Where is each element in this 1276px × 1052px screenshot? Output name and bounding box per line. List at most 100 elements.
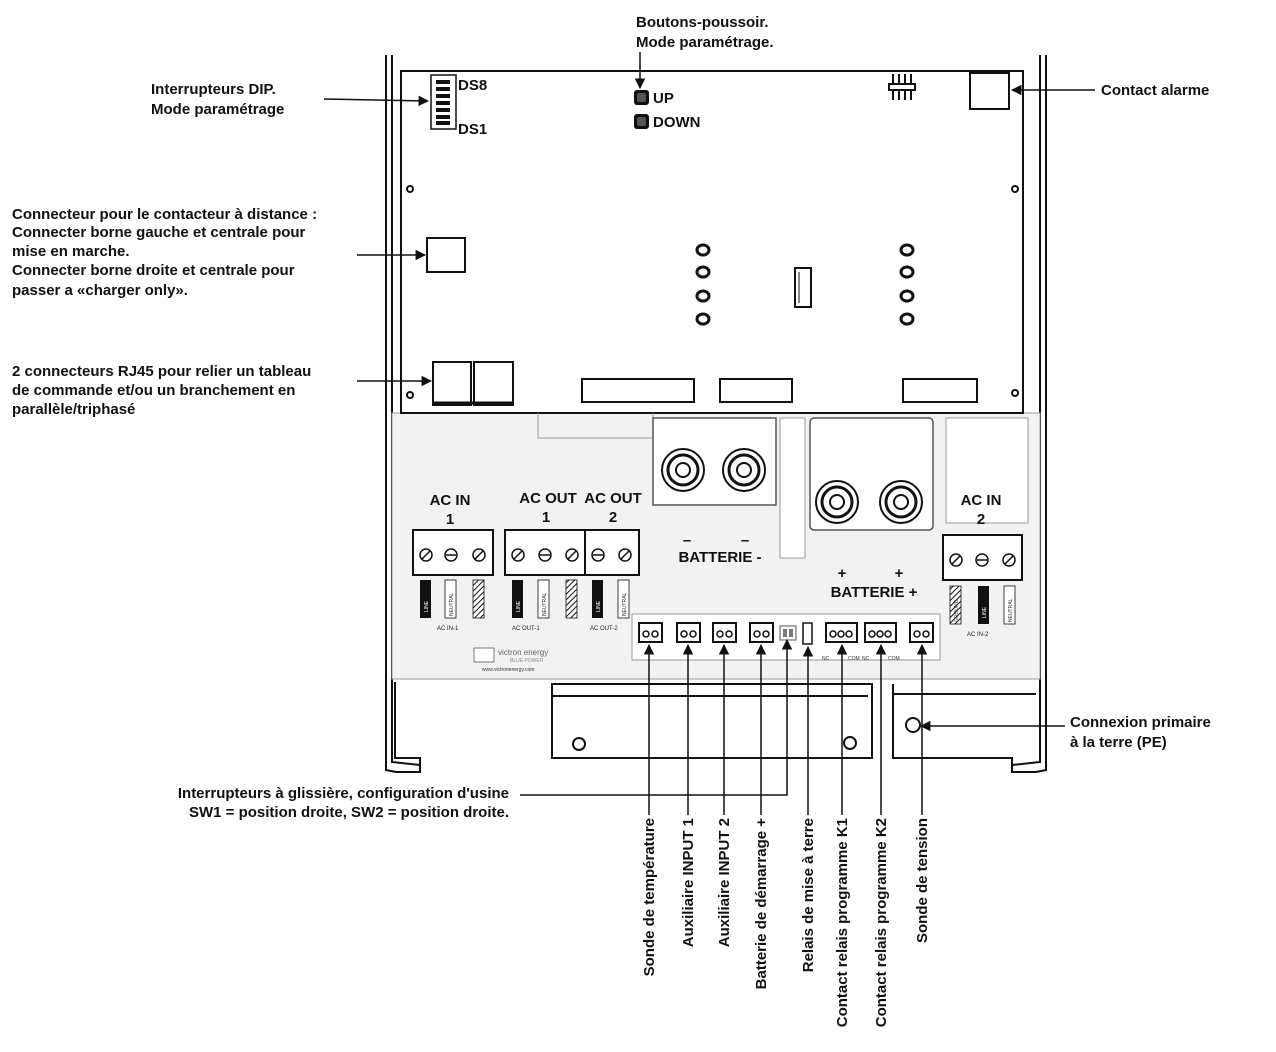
svg-text:2 connecteurs RJ45 pour relier: 2 connecteurs RJ45 pour relier un tablea…	[12, 363, 311, 380]
callout-rj45: 2 connecteurs RJ45 pour relier un tablea…	[12, 363, 311, 418]
svg-text:Interrupteurs à glissière, con: Interrupteurs à glissière, configuration…	[178, 785, 509, 802]
victron-logo: victron energy BLUE POWER www.victronene…	[473, 647, 548, 673]
label-aux-input-1: Auxiliaire INPUT 1	[680, 818, 697, 947]
ac-in-1-title: AC IN	[430, 492, 471, 509]
svg-text:COM: COM	[888, 656, 900, 662]
batt-minus-label: BATTERIE -	[678, 549, 761, 566]
down-label: DOWN	[653, 114, 701, 131]
label-relay-k2: Contact relais programme K2	[873, 818, 890, 1027]
callout-ground: Connexion primaire à la terre (PE)	[1070, 714, 1211, 751]
callout-lines	[323, 52, 1095, 815]
callout-alarm: Contact alarme	[1101, 82, 1209, 99]
svg-text:SW1 = position droite, SW2 = p: SW1 = position droite, SW2 = position dr…	[189, 804, 509, 821]
ac-out-2-markings: LINE NEUTRAL AC OUT-2	[590, 579, 630, 632]
ac-terminals: AC IN 1 AC OUT 1 AC OUT 2 AC IN 2	[412, 490, 1023, 673]
svg-text:Connecter borne gauche et cent: Connecter borne gauche et centrale pour	[12, 224, 306, 241]
callout-slide-switches: Interrupteurs à glissière, configuration…	[178, 785, 509, 821]
callout-dip: Interrupteurs DIP. Mode paramétrage	[151, 81, 284, 118]
fuse	[794, 267, 812, 308]
svg-text:AC OUT-2: AC OUT-2	[590, 626, 618, 632]
slide-switches[interactable]	[779, 625, 797, 641]
temp-sensor-connector[interactable]	[638, 622, 663, 643]
ac-out-1-terminal[interactable]	[504, 529, 586, 576]
ac-in-2-terminal[interactable]	[942, 534, 1023, 581]
svg-text:NC: NC	[822, 656, 830, 662]
svg-text:Mode paramétrage.: Mode paramétrage.	[636, 34, 774, 51]
batt-plus-sign-1: +	[838, 565, 847, 582]
svg-text:GROUND: GROUND	[954, 599, 960, 622]
svg-text:victron energy: victron energy	[498, 648, 548, 657]
ds8-label: DS8	[458, 77, 487, 94]
label-voltage-sense: Sonde de tension	[914, 818, 931, 943]
svg-text:Connecter borne droite et cent: Connecter borne droite et centrale pour	[12, 262, 295, 279]
ds1-label: DS1	[458, 121, 487, 138]
callout-pushbuttons: Boutons-poussoir. Mode paramétrage.	[636, 14, 774, 51]
ac-out-1-markings: LINE NEUTRAL AC OUT-1	[512, 579, 578, 632]
remote-switch-connector[interactable]	[426, 237, 466, 273]
ac-out-1-title: AC OUT	[519, 490, 577, 507]
ac-in-1-terminal[interactable]	[412, 529, 494, 576]
svg-text:AC IN-2: AC IN-2	[967, 632, 989, 638]
svg-text:Connexion primaire: Connexion primaire	[1070, 714, 1211, 731]
svg-text:Connecteur pour le contacteur: Connecteur pour le contacteur à distance…	[12, 206, 317, 223]
battery-minus-stud-1[interactable]	[661, 448, 705, 492]
coil-rings-left	[695, 243, 711, 326]
ac-out-2-title: AC OUT	[584, 490, 642, 507]
pin-header	[888, 74, 916, 100]
board-connector-1	[581, 378, 695, 403]
voltage-sense-connector[interactable]	[909, 622, 934, 643]
label-starter-battery: Batterie de démarrage +	[753, 818, 770, 990]
bottom-labels: Sonde de température Auxiliaire INPUT 1 …	[641, 818, 931, 1027]
alarm-contact[interactable]	[969, 72, 1010, 110]
svg-text:parallèle/triphasé: parallèle/triphasé	[12, 401, 135, 418]
aux-input-1-connector[interactable]	[676, 622, 701, 643]
ac-in-1-markings: LINE NEUTRAL AC IN-1	[420, 579, 485, 632]
svg-text:BLUE POWER: BLUE POWER	[510, 658, 544, 664]
board-connector-2	[719, 378, 793, 403]
pcb-board: DS8 DS1 UP DOWN	[400, 70, 1024, 414]
batt-minus-sign-1: –	[683, 532, 691, 549]
svg-text:AC IN-1: AC IN-1	[437, 626, 459, 632]
label-temp-sensor: Sonde de température	[641, 818, 658, 976]
label-aux-input-2: Auxiliaire INPUT 2	[716, 818, 733, 947]
ac-out-2-terminal[interactable]	[584, 529, 640, 576]
svg-text:LINE: LINE	[516, 600, 522, 612]
svg-text:de commande et/ou un brancheme: de commande et/ou un branchement en	[12, 382, 295, 399]
ac-in-2-title: AC IN	[961, 492, 1002, 509]
batt-plus-sign-2: +	[895, 565, 904, 582]
svg-text:LINE: LINE	[424, 600, 430, 612]
battery-area: – – BATTERIE - + + BATTERIE +	[537, 413, 1029, 601]
svg-text:LINE: LINE	[982, 606, 988, 618]
svg-text:www.victronenergy.com: www.victronenergy.com	[482, 667, 534, 673]
battery-minus-stud-2[interactable]	[722, 448, 766, 492]
svg-text:Mode paramétrage: Mode paramétrage	[151, 101, 284, 118]
ac-in-1-num: 1	[446, 511, 454, 528]
svg-text:Interrupteurs DIP.: Interrupteurs DIP.	[151, 81, 276, 98]
up-label: UP	[653, 90, 674, 107]
label-ground-relay: Relais de mise à terre	[800, 818, 817, 972]
ac-out-1-num: 1	[542, 509, 550, 526]
ac-out-2-num: 2	[609, 509, 617, 526]
battery-plus-stud-2[interactable]	[879, 480, 923, 524]
svg-text:NEUTRAL: NEUTRAL	[1008, 598, 1014, 622]
svg-text:NEUTRAL: NEUTRAL	[622, 592, 628, 616]
bottom-brackets	[394, 682, 1036, 770]
rj45-connectors[interactable]	[432, 361, 514, 406]
ground-relay	[802, 622, 813, 645]
svg-text:passer a «charger only».: passer a «charger only».	[12, 282, 188, 299]
svg-text:NC: NC	[862, 656, 870, 662]
battery-plus-stud-1[interactable]	[815, 480, 859, 524]
dip-switch-block[interactable]	[430, 74, 457, 130]
svg-text:mise en marche.: mise en marche.	[12, 243, 130, 260]
svg-text:AC OUT-1: AC OUT-1	[512, 626, 540, 632]
ac-in-2-markings: GROUND LINE NEUTRAL AC IN-2	[949, 585, 1016, 638]
relay-k2-connector[interactable]	[864, 622, 897, 643]
aux-input-2-connector[interactable]	[712, 622, 737, 643]
callout-remote: Connecteur pour le contacteur à distance…	[12, 206, 317, 299]
svg-text:NEUTRAL: NEUTRAL	[449, 592, 455, 616]
label-relay-k1: Contact relais programme K1	[834, 818, 851, 1027]
batt-plus-label: BATTERIE +	[831, 584, 918, 601]
starter-battery-connector[interactable]	[749, 622, 774, 643]
svg-text:NEUTRAL: NEUTRAL	[542, 592, 548, 616]
relay-k1-connector[interactable]	[825, 622, 858, 643]
